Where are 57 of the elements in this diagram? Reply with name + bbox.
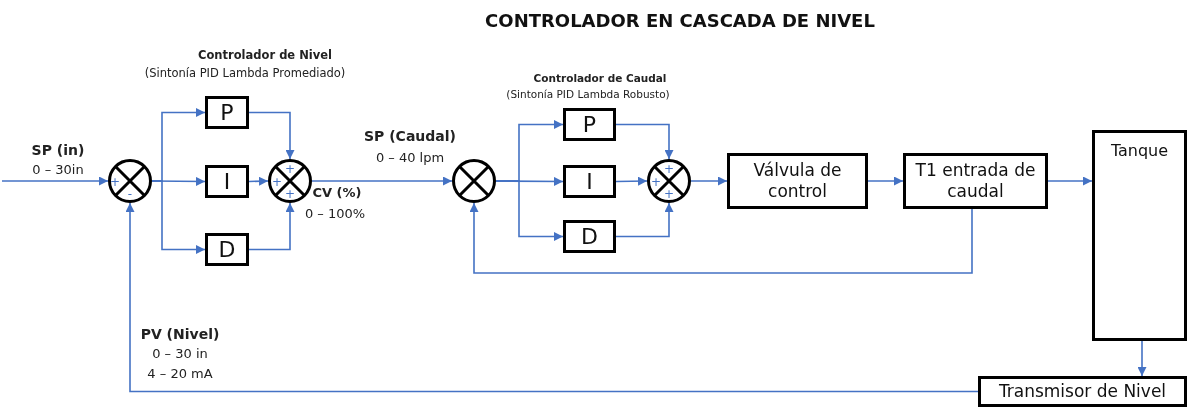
arrow xyxy=(867,176,904,186)
sign-label: - xyxy=(127,188,133,200)
sign-label: + xyxy=(650,176,662,188)
block-label: I xyxy=(222,167,232,196)
process-block xyxy=(563,165,616,198)
note-text: 0 – 30 in xyxy=(152,346,208,361)
arrow xyxy=(1047,176,1093,186)
note-text: 0 – 100% xyxy=(304,206,366,221)
summing-junction xyxy=(647,159,691,203)
arrow xyxy=(311,176,453,186)
block-label: I xyxy=(585,167,594,196)
arrow xyxy=(248,176,269,186)
process-block xyxy=(903,153,1048,209)
summing-junction xyxy=(452,159,496,203)
sign-label: + xyxy=(271,176,283,188)
arrow xyxy=(495,180,564,241)
arrow xyxy=(1,176,109,186)
block-label: Válvula de control xyxy=(752,159,843,203)
note-text: 0 – 40 lpm xyxy=(375,150,445,165)
process-block xyxy=(1092,130,1187,341)
block-label: T1 entrada de caudal xyxy=(914,159,1037,203)
process-block xyxy=(563,220,616,253)
diagram-title: CONTROLADOR EN CASCADA DE NIVEL xyxy=(485,10,875,31)
signal-name: Controlador de Nivel xyxy=(198,48,332,62)
block-label: Transmisor de Nivel xyxy=(997,380,1168,403)
arrow xyxy=(248,202,295,251)
process-block xyxy=(978,376,1187,407)
block-label: P xyxy=(581,110,598,139)
block-label: D xyxy=(580,222,599,251)
arrow xyxy=(248,111,295,160)
arrow xyxy=(615,123,674,160)
note-text: 4 – 20 mA xyxy=(147,366,213,381)
arrow xyxy=(151,180,206,254)
process-block xyxy=(727,153,868,209)
sign-label: + xyxy=(663,163,675,175)
arrow xyxy=(615,202,674,238)
sign-label: + xyxy=(663,188,675,200)
note-text: (Sintonía PID Lambda Promediado) xyxy=(144,66,346,80)
arrow xyxy=(125,202,979,393)
summing-junction xyxy=(268,159,312,203)
block-label: P xyxy=(219,98,235,127)
sign-label: + xyxy=(284,188,296,200)
arrow xyxy=(615,176,648,186)
arrow xyxy=(690,176,728,186)
process-block xyxy=(563,108,616,141)
process-block xyxy=(205,233,249,266)
block-label: D xyxy=(217,235,237,264)
signal-name: PV (Nivel) xyxy=(140,326,220,342)
block-label: Tanque xyxy=(1109,141,1170,161)
sign-label: + xyxy=(284,163,296,175)
note-text: 0 – 30in xyxy=(32,162,84,177)
process-block xyxy=(205,165,249,198)
arrow xyxy=(469,202,973,274)
process-block xyxy=(205,96,249,129)
sign-label: + xyxy=(109,176,121,188)
arrow xyxy=(1137,340,1147,377)
summing-junction xyxy=(108,159,152,203)
